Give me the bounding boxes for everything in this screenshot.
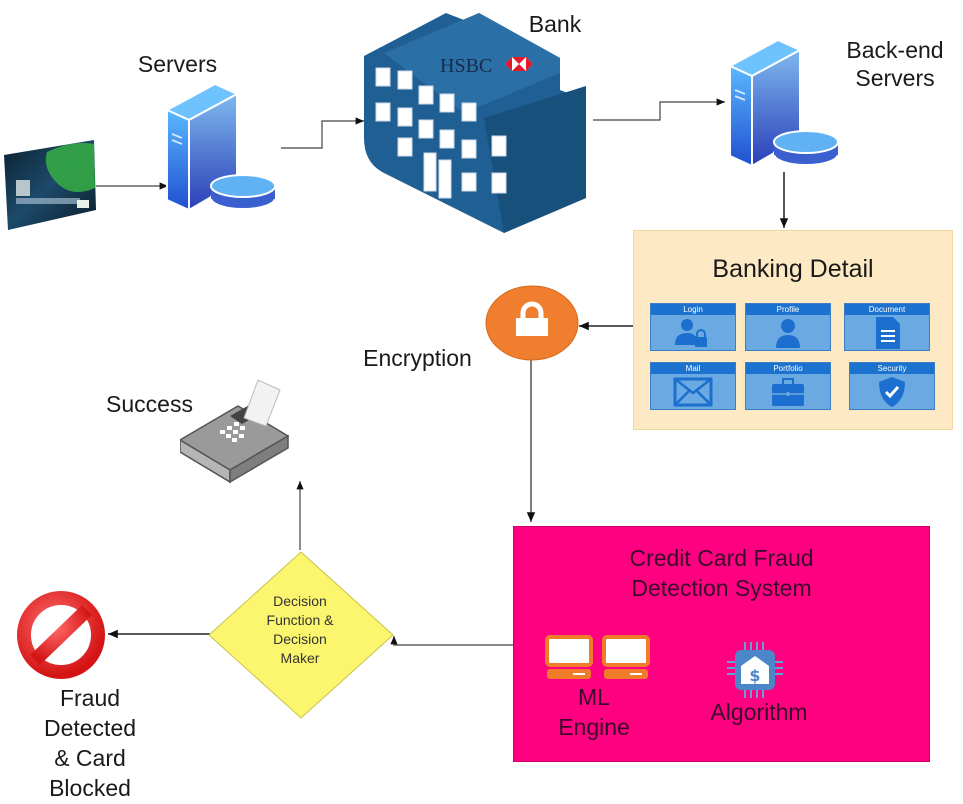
banking-detail-panel: Banking Detail Login Profile Document Ma… xyxy=(633,230,953,430)
ccfd-title: Credit Card Fraud Detection System xyxy=(514,543,929,603)
ccfd-title-line2: Detection System xyxy=(631,575,812,601)
tile-document[interactable]: Document xyxy=(844,303,930,351)
fraud-line3: & Card xyxy=(54,745,126,771)
fraud-line2: Detected xyxy=(43,715,137,741)
backend-label-line2: Servers xyxy=(855,65,935,91)
backend-server-icon xyxy=(728,38,839,168)
decision-line2: Function & xyxy=(266,612,334,628)
success-label: Success xyxy=(106,391,193,417)
mail-icon xyxy=(673,377,713,406)
server-icon xyxy=(165,82,276,212)
edge-ccfd-decision xyxy=(390,636,513,646)
ccfd-title-line1: Credit Card Fraud xyxy=(629,545,814,571)
credit-card-icon xyxy=(4,140,96,230)
encryption-lock-icon xyxy=(485,285,579,361)
user-lock-icon xyxy=(675,318,707,347)
decision-diamond xyxy=(208,551,394,719)
ml-line2: Engine xyxy=(558,714,630,740)
tile-portfolio[interactable]: Portfolio xyxy=(745,362,831,410)
tile-document-label: Document xyxy=(845,304,929,315)
tile-profile-label: Profile xyxy=(746,304,830,315)
chip-bank-dollar-icon: $ xyxy=(727,642,783,698)
tile-security[interactable]: Security xyxy=(849,362,935,410)
banking-detail-title: Banking Detail xyxy=(712,255,874,283)
shield-check-icon xyxy=(879,376,905,407)
tile-mail[interactable]: Mail xyxy=(650,362,736,410)
hsbc-brand: HSBC xyxy=(440,55,492,77)
document-icon xyxy=(876,316,900,349)
servers-label: Servers xyxy=(137,51,218,77)
tile-login-label: Login xyxy=(651,304,735,315)
payment-terminal-icon xyxy=(180,379,290,484)
decision-line3: Decision xyxy=(273,631,327,647)
backend-label-line1: Back-end xyxy=(846,37,944,63)
tile-security-label: Security xyxy=(850,363,934,374)
fraud-label: Fraud Detected & Card Blocked xyxy=(30,683,150,803)
backend-label: Back-end Servers xyxy=(830,36,960,92)
bank-label: Bank xyxy=(528,11,582,37)
decision-line1: Decision xyxy=(273,593,327,609)
tile-login[interactable]: Login xyxy=(650,303,736,351)
algorithm-label: Algorithm xyxy=(710,699,808,725)
ml-line1: ML xyxy=(578,684,610,710)
tile-portfolio-label: Portfolio xyxy=(746,363,830,374)
tile-mail-label: Mail xyxy=(651,363,735,374)
svg-text:$: $ xyxy=(749,666,760,685)
fraud-line4: Blocked xyxy=(49,775,131,801)
hsbc-logo-icon xyxy=(505,57,533,71)
tile-profile[interactable]: Profile xyxy=(745,303,831,351)
decision-line4: Maker xyxy=(280,650,320,666)
edge-bank-backend xyxy=(593,98,725,121)
briefcase-icon xyxy=(772,377,804,406)
ml-engine-label: ML Engine xyxy=(534,682,654,742)
bank-building-icon: HSBC xyxy=(364,13,586,233)
edge-servers-bank xyxy=(281,117,364,149)
decision-label: Decision Function & Decision Maker xyxy=(235,592,365,668)
user-icon xyxy=(776,318,800,348)
fraud-detection-system-panel: Credit Card Fraud Detection System $ ML … xyxy=(513,526,930,762)
fraud-line1: Fraud xyxy=(59,685,121,711)
prohibited-icon xyxy=(17,591,105,679)
encryption-label: Encryption xyxy=(363,345,472,371)
computers-icon xyxy=(545,635,650,679)
